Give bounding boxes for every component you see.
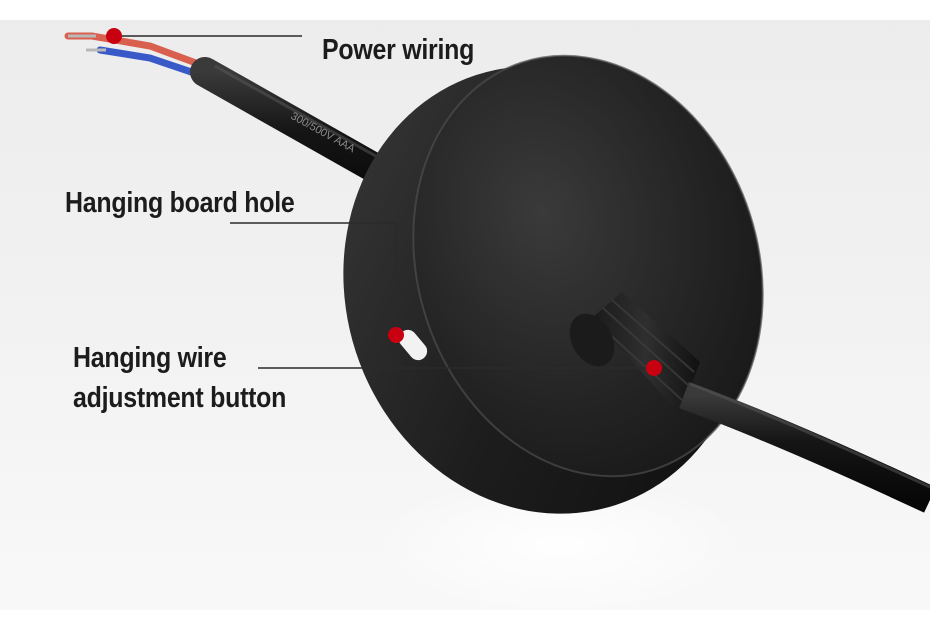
label-hanging-board-hole: Hanging board hole xyxy=(65,187,295,219)
marker-dot-hole xyxy=(388,327,404,343)
floor-reflection xyxy=(370,475,750,615)
output-cable xyxy=(679,381,930,513)
leader-line-hole xyxy=(230,222,397,335)
label-power-wiring: Power wiring xyxy=(322,34,475,66)
adjustment-button-gland xyxy=(569,292,700,414)
top-white-band xyxy=(0,0,930,20)
marker-dot-power xyxy=(106,28,122,44)
ceiling-canopy xyxy=(343,54,764,514)
output-cable-highlight xyxy=(689,382,930,489)
label-adjustment-button-line1: Hanging wire xyxy=(73,342,227,374)
marker-dot-button xyxy=(646,360,662,376)
canopy-edge-highlight xyxy=(412,54,764,478)
bottom-white-band xyxy=(0,610,930,625)
label-adjustment-button-line2: adjustment button xyxy=(73,382,287,414)
hanging-board-hole xyxy=(398,329,428,361)
